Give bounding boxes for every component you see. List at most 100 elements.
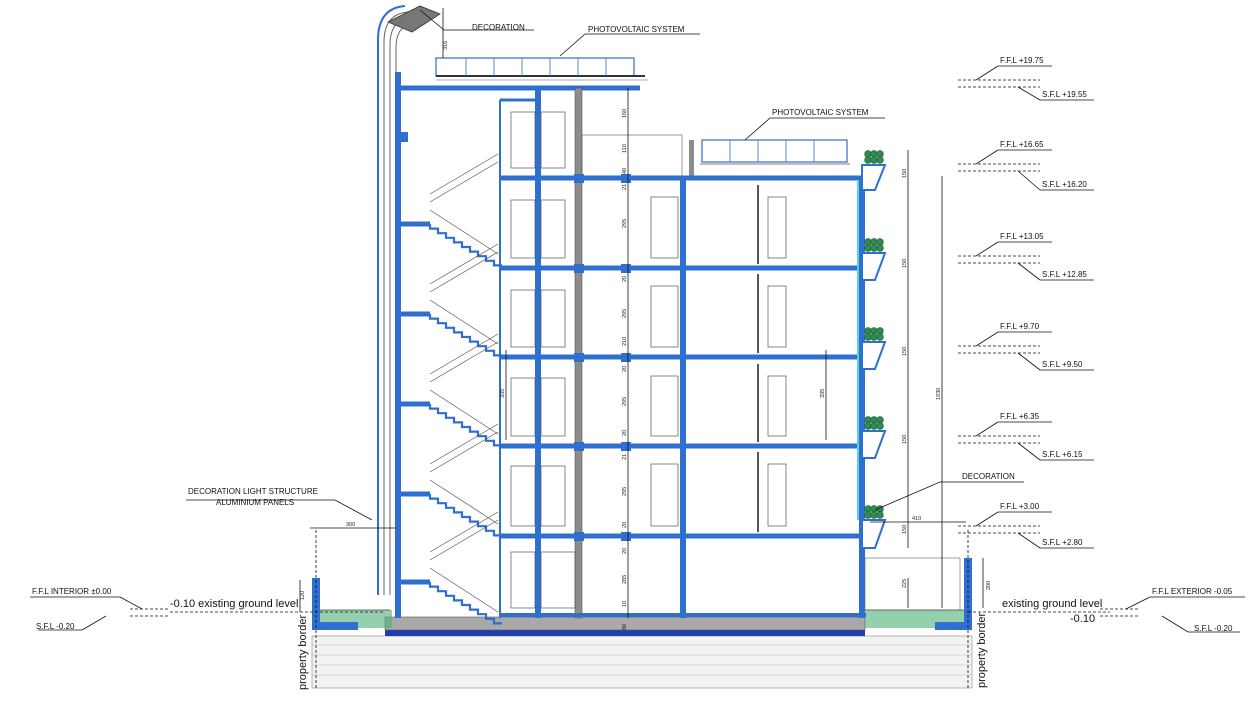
planters [861,150,887,549]
annotation-leaders [170,9,1110,613]
sfl-level-label: S.F.L +12.85 [1042,270,1087,279]
sfl-level-label: S.F.L +16.20 [1042,180,1087,189]
dimension-texts: 316 160 110 40 21 295 20 295 210 20 295 … [300,41,992,630]
stair-railing [429,161,499,203]
label-ground-right: existing ground level [1002,598,1102,610]
dim-300: 300 [346,522,355,528]
sfl-level-label: S.F.L +2.80 [1042,538,1083,547]
stair-railing [429,511,499,553]
sfl-level-label: S.F.L +19.55 [1042,90,1087,99]
planter-box [861,519,887,549]
beam [621,353,631,362]
dim-120: 120 [300,591,306,600]
stair-flight [428,494,502,537]
exterior-platform [864,557,961,611]
dim-295: 295 [622,397,628,406]
door [650,196,679,259]
stair-railing [429,519,499,561]
dim-1930: 1930 [936,388,942,400]
property-border-walls [312,530,972,690]
beam [574,264,584,273]
dim-200: 200 [986,581,992,590]
door [540,551,576,609]
label-ground-right-val: -0.10 [1070,613,1095,625]
stair-railing [429,251,499,293]
door [510,551,536,609]
decoration-aluminium-panels [377,5,441,595]
label-deco-light-2: ALUMINIUM PANELS [216,498,294,507]
door [767,375,787,437]
dim-335-right: 335 [820,389,826,398]
ffl-level-label: F.F.L +6.35 [1000,412,1040,421]
door [540,111,566,169]
foundation [311,609,973,689]
label-decoration-top: DECORATION [472,23,525,32]
stair-flight [428,404,502,447]
beam [621,174,631,183]
doors [510,111,787,609]
dim-160: 160 [622,109,628,118]
dim-150: 150 [902,525,908,534]
door [540,377,566,437]
dim-295: 295 [622,487,628,496]
ffl-level-label: F.F.L +16.65 [1000,140,1044,149]
label-decoration-right: DECORATION [962,472,1015,481]
dim-21: 21 [622,454,628,460]
label-deco-light-1: DECORATION LIGHT STRUCTURE [188,487,318,496]
beam [621,442,631,451]
plant-foliage [876,156,884,164]
stair-railing [429,209,499,255]
door [650,285,679,348]
dim-20: 20 [622,276,628,282]
sfl-leader [1017,262,1041,281]
sfl-leader [1017,170,1041,191]
dim-150: 150 [902,347,908,356]
door [510,465,536,527]
dim-21: 21 [622,184,628,190]
level-markers: F.F.L +19.75S.F.L +19.55F.F.L +16.65S.F.… [958,56,1094,549]
plant-foliage [876,333,884,341]
sfl-level-label: S.F.L +9.50 [1042,360,1083,369]
door [510,289,536,348]
beam [574,174,584,183]
door [540,465,566,527]
dim-285: 285 [622,575,628,584]
door [767,196,787,259]
ffl-leader [975,65,999,81]
dimension-lines [299,8,984,618]
beam [621,264,631,273]
dim-410: 410 [912,516,921,522]
plant-foliage [876,244,884,252]
label-sfl-exterior: S.F.L -0.20 [1194,624,1233,633]
sfl-leader [1017,352,1041,371]
door [767,463,787,527]
stair-railing [429,333,499,375]
beam [574,442,584,451]
planter-box [861,252,887,281]
ffl-leader [975,331,999,347]
stair-railing [429,243,499,285]
sfl-leader [1017,532,1041,549]
dim-20: 20 [622,430,628,436]
dim-335-left: 335 [500,389,506,398]
ffl-level-label: F.F.L +13.05 [1000,232,1044,241]
ffl-leader [975,511,999,527]
door [510,377,536,437]
label-property-border-left: property border [297,614,309,690]
planter-box [861,164,887,191]
label-ground-left: -0.10 existing ground level [170,598,298,610]
ffl-level-label: F.F.L +9.70 [1000,322,1040,331]
door [510,199,536,259]
door [650,375,679,437]
dim-10: 10 [622,601,628,607]
stair-tower [395,72,408,618]
dim-150: 150 [902,169,908,178]
stair-railing [429,299,499,345]
level-marker-interior [30,596,170,631]
stair-railing [429,153,499,195]
planter-box [861,430,887,459]
label-property-border-right: property border [976,612,988,688]
stair-railing [429,479,499,525]
door [767,285,787,348]
